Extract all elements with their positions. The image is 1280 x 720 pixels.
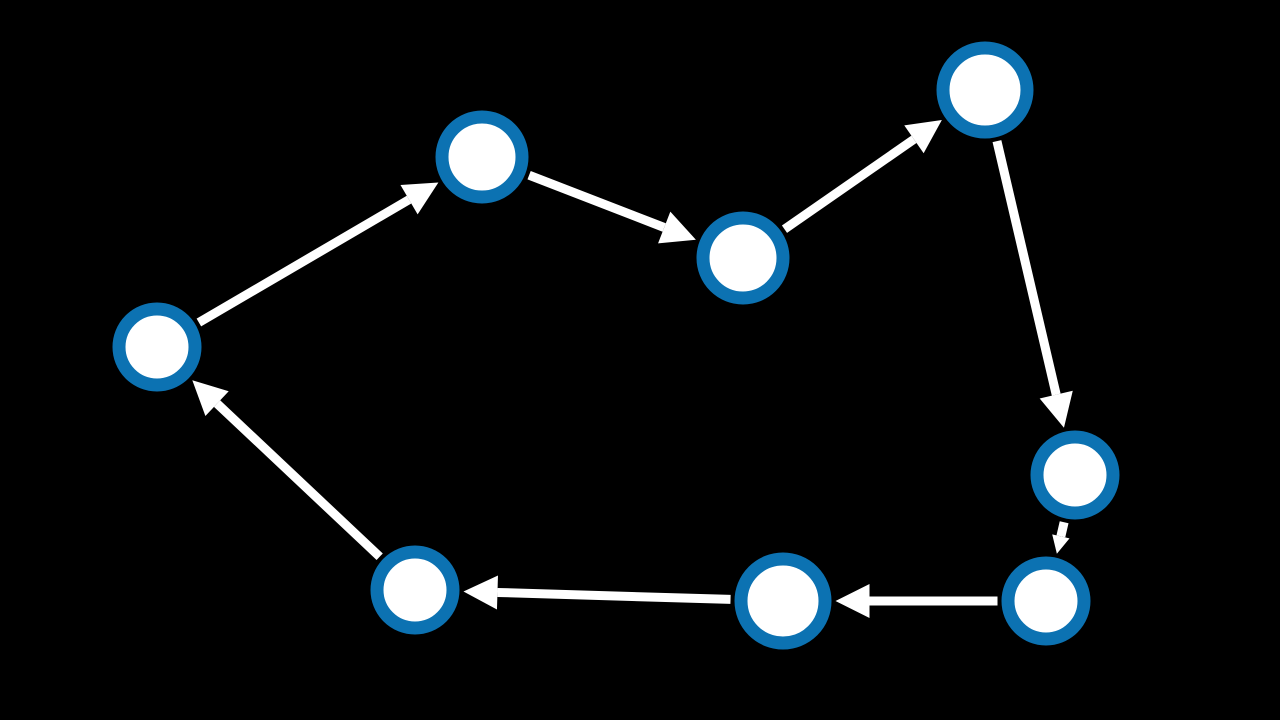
node-fill [1037, 437, 1113, 513]
edge-arrowhead-icon [400, 182, 439, 215]
node-fill [119, 309, 195, 385]
node-fill [1008, 563, 1084, 639]
graph-edge[interactable] [835, 584, 998, 618]
node-fill [703, 218, 783, 298]
node-ring [936, 41, 1034, 139]
node-fill [442, 117, 522, 197]
node-fill [741, 559, 825, 643]
edge-arrowhead-icon [463, 575, 498, 610]
graph-node[interactable] [696, 211, 790, 305]
node-fill [943, 48, 1027, 132]
graph-node[interactable] [1030, 430, 1120, 520]
node-ring [1030, 430, 1120, 520]
graph-node[interactable] [370, 545, 460, 635]
graph-node[interactable] [112, 302, 202, 392]
node-ring [696, 211, 790, 305]
edge-shaft [869, 596, 998, 606]
edge-shaft [213, 400, 383, 561]
edge-shaft [781, 135, 917, 233]
graph-edge[interactable] [463, 575, 731, 610]
node-layer [112, 41, 1120, 650]
edge-arrowhead-icon [1039, 390, 1073, 428]
graph-edge[interactable] [992, 140, 1073, 428]
edge-arrowhead-icon [192, 380, 229, 416]
edge-arrowhead-icon [1052, 534, 1070, 554]
graph-edge[interactable] [196, 182, 439, 327]
node-ring [734, 552, 832, 650]
graph-edge[interactable] [781, 119, 942, 233]
graph-edge[interactable] [1052, 521, 1070, 554]
edge-shaft [527, 171, 666, 232]
edge-shaft [196, 195, 412, 327]
edge-shaft [1056, 521, 1069, 538]
node-ring [112, 302, 202, 392]
edge-arrowhead-icon [658, 211, 696, 244]
edge-shaft [992, 140, 1061, 396]
graph-node[interactable] [734, 552, 832, 650]
edge-shaft [497, 587, 731, 604]
node-fill [377, 552, 453, 628]
edge-arrowhead-icon [835, 584, 870, 618]
edge-arrowhead-icon [904, 119, 942, 154]
edge-layer [192, 119, 1073, 618]
node-ring [435, 110, 529, 204]
graph-node[interactable] [1001, 556, 1091, 646]
node-ring [1001, 556, 1091, 646]
graph-edge[interactable] [192, 380, 383, 561]
graph-node[interactable] [936, 41, 1034, 139]
node-ring [370, 545, 460, 635]
graph-edge[interactable] [527, 171, 696, 244]
graph-node[interactable] [435, 110, 529, 204]
